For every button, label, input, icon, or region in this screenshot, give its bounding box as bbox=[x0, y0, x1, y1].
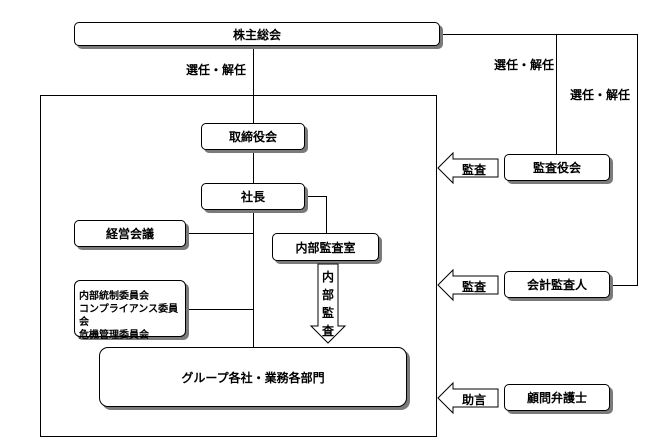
management-meeting-label: 経営会議 bbox=[105, 227, 154, 241]
group-companies-label: グループ各社・業務各部門 bbox=[181, 370, 325, 385]
internal-audit-office-label: 内部監査室 bbox=[295, 240, 356, 255]
line-committees bbox=[186, 309, 253, 310]
line-to-auditors-board bbox=[556, 34, 557, 154]
board-of-auditors-label: 監査役会 bbox=[532, 161, 581, 175]
line-president-audit-vertical bbox=[326, 196, 327, 233]
audit-arrow-2-text: 監査 bbox=[462, 280, 487, 294]
advice-arrow-text: 助言 bbox=[462, 393, 487, 407]
line-accounting-auditor-right bbox=[610, 285, 638, 286]
appoint-dismiss-board-label: 選任・解任 bbox=[186, 63, 247, 77]
accounting-auditor-box: 会計監査人 bbox=[504, 271, 610, 298]
president-label: 社長 bbox=[240, 190, 265, 204]
internal-audit-arrow-text: 内部監査 bbox=[321, 270, 334, 338]
line-main-trunk bbox=[253, 150, 254, 347]
internal-audit-arrow bbox=[309, 263, 347, 344]
appoint-dismiss-accounting-label: 選任・解任 bbox=[570, 88, 631, 102]
line-president-audit bbox=[305, 196, 327, 197]
committees-box: 内部統制委員会 コンプライアンス委員会 危機管理委員会 bbox=[74, 280, 186, 341]
line-shareholders-board bbox=[253, 46, 254, 123]
committee-risk-management: 危機管理委員会 bbox=[79, 330, 149, 341]
management-meeting-box: 経営会議 bbox=[74, 220, 186, 247]
accounting-auditor-label: 会計監査人 bbox=[526, 278, 587, 292]
committee-internal-control: 内部統制委員会 bbox=[79, 291, 149, 302]
audit-arrow-2 bbox=[437, 268, 499, 302]
audit-arrow-1-text: 監査 bbox=[462, 163, 487, 177]
audit-arrow-1 bbox=[437, 151, 499, 185]
company-frame bbox=[40, 95, 437, 437]
legal-advisor-label: 顧問弁護士 bbox=[526, 391, 587, 405]
board-of-directors-label: 取締役会 bbox=[228, 130, 277, 144]
legal-advisor-box: 顧問弁護士 bbox=[504, 384, 610, 411]
advice-arrow bbox=[437, 381, 499, 415]
appoint-dismiss-auditors-label: 選任・解任 bbox=[494, 58, 555, 72]
board-of-directors-box: 取締役会 bbox=[201, 123, 305, 150]
shareholders-meeting-box: 株主総会 bbox=[74, 22, 440, 46]
line-to-accounting-auditor bbox=[637, 34, 638, 285]
internal-audit-office-box: 内部監査室 bbox=[272, 233, 379, 261]
committee-compliance: コンプライアンス委員会 bbox=[79, 304, 179, 328]
board-of-auditors-box: 監査役会 bbox=[504, 154, 610, 181]
group-companies-box: グループ各社・業務各部門 bbox=[99, 347, 407, 407]
line-shareholders-right bbox=[440, 34, 638, 35]
shareholders-meeting-label: 株主総会 bbox=[232, 27, 281, 42]
line-mgmt-meeting bbox=[186, 233, 253, 234]
president-box: 社長 bbox=[201, 183, 305, 210]
